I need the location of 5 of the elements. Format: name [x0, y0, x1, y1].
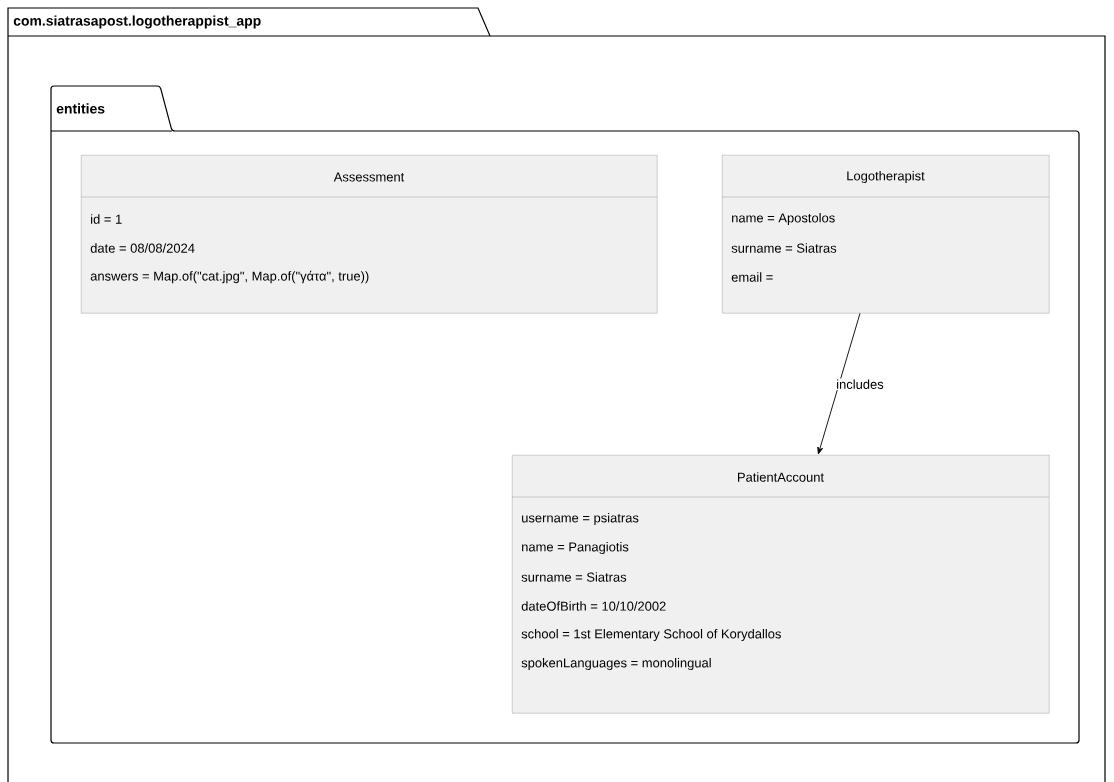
object-box: Logotherapist name = Apostolos surname = Siatras email =	[721, 155, 1050, 314]
arrow	[817, 312, 861, 455]
edge-label: includes	[837, 379, 884, 389]
object-box: Assessment id = 1 date = 08/08/2024 answers = Map.of("cat.jpg", Map.of("γάτα", true))	[80, 155, 658, 314]
object-box: PatientAccount username = psiatras name = Panagiotis surname = Siatras dateOfBirth = 10/10/2002 school = 1st Elementary School of Korydallos spokenLanguages = monolingual	[511, 455, 1050, 714]
